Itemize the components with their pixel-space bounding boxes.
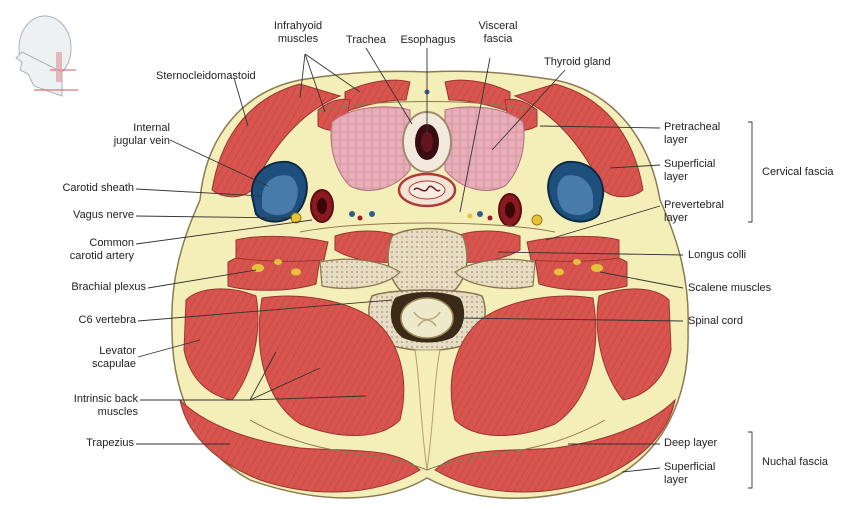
label-carotid-sheath: Carotid sheath <box>62 182 134 194</box>
pretracheal-layer-line <box>317 101 538 113</box>
levator-scapulae-left <box>183 288 259 401</box>
trapezius-right <box>434 398 676 493</box>
label-trapezius: Trapezius <box>86 437 134 449</box>
levator-scapulae-right <box>596 288 672 401</box>
leader-lines <box>135 47 753 489</box>
prevertebral-layer-line <box>299 222 556 233</box>
label-cca-line2: carotid artery <box>69 250 134 262</box>
esophagus <box>397 172 457 208</box>
label-trachea: Trachea <box>346 34 386 46</box>
label-pretracheal-layer: Pretracheal layer <box>664 121 720 147</box>
carotid-sheath-right <box>498 160 605 227</box>
label-scalene-muscles: Scalene muscles <box>688 282 772 294</box>
label-c6-vertebra: C6 vertebra <box>78 314 136 326</box>
label-prevertebral-line2: layer <box>664 212 688 224</box>
label-superficial-layer-nuchal: Superficial layer <box>664 461 715 487</box>
label-ijv-line2: jugular vein <box>113 135 170 147</box>
label-visceral-line2: fascia <box>483 33 513 45</box>
label-levator-line1: Levator <box>99 345 136 357</box>
intrinsic-back-muscles-left <box>258 295 405 437</box>
scalene-right-2 <box>526 235 620 262</box>
deep-nuchal-layer-line <box>249 419 606 471</box>
c6-transverse-processes <box>319 258 536 289</box>
label-prevertebral-line1: Prevertebral <box>664 199 724 211</box>
label-infrahyoid-line1: Infrahyoid <box>273 20 323 32</box>
vagus-nerve-right <box>531 214 543 226</box>
label-esophagus: Esophagus <box>400 34 456 46</box>
head-orientation-icon <box>15 15 78 97</box>
neck-section <box>171 70 689 500</box>
label-pretracheal-line2: layer <box>664 134 688 146</box>
label-levator-line2: scapulae <box>91 358 136 370</box>
sternocleidomastoid-left <box>211 83 342 198</box>
label-common-carotid-artery: Common carotid artery <box>40 237 134 263</box>
trapezius-left <box>179 398 421 493</box>
label-pretracheal-line1: Pretracheal <box>664 121 721 133</box>
label-visceral-line1: Visceral <box>478 20 518 32</box>
label-infrahyoid-muscles: Infrahyoid muscles <box>262 20 334 46</box>
label-sternocleidomastoid: Sternocleidomastoid <box>156 70 256 82</box>
label-levator-scapulae: Levator scapulae <box>40 345 136 371</box>
label-cervical-fascia: Cervical fascia <box>762 166 834 178</box>
thyroid-gland <box>330 106 525 191</box>
intrinsic-back-muscles-right <box>450 295 597 437</box>
label-prevertebral-layer: Prevertebral layer <box>664 199 724 225</box>
label-intrinsic-line1: Intrinsic back <box>73 393 138 405</box>
label-nuchal-fascia: Nuchal fascia <box>762 456 829 468</box>
label-thyroid-gland: Thyroid gland <box>544 56 611 68</box>
spinal-cord <box>400 297 454 339</box>
sternocleidomastoid-right <box>513 83 644 198</box>
label-deep-layer: Deep layer <box>664 437 718 449</box>
label-ijv-line1: Internal <box>133 122 170 134</box>
label-superficial-cervical-line1: Superficial <box>664 158 716 170</box>
label-brachial-plexus: Brachial plexus <box>71 281 146 293</box>
label-spinal-cord: Spinal cord <box>688 315 744 327</box>
small-vessels <box>349 89 493 221</box>
label-superficial-nuchal-line1: Superficial <box>664 461 716 473</box>
label-vagus-nerve: Vagus nerve <box>73 209 134 221</box>
carotid-sheath-left <box>250 160 334 224</box>
label-longus-colli: Longus colli <box>688 249 747 261</box>
label-superficial-cervical-line2: layer <box>664 171 688 183</box>
label-intrinsic-back-muscles: Intrinsic back muscles <box>40 393 138 419</box>
trachea <box>402 111 452 173</box>
label-visceral-fascia: Visceral fascia <box>470 20 526 46</box>
label-intrinsic-line2: muscles <box>97 406 138 418</box>
scalene-left-2 <box>235 235 329 262</box>
label-superficial-layer-cervical: Superficial layer <box>664 158 715 184</box>
label-infrahyoid-line2: muscles <box>277 33 319 45</box>
c6-vertebral-body <box>387 227 468 296</box>
label-internal-jugular-vein: Internal jugular vein <box>96 122 170 148</box>
label-cca-line1: Common <box>89 237 134 249</box>
label-superficial-nuchal-line2: layer <box>664 474 688 486</box>
